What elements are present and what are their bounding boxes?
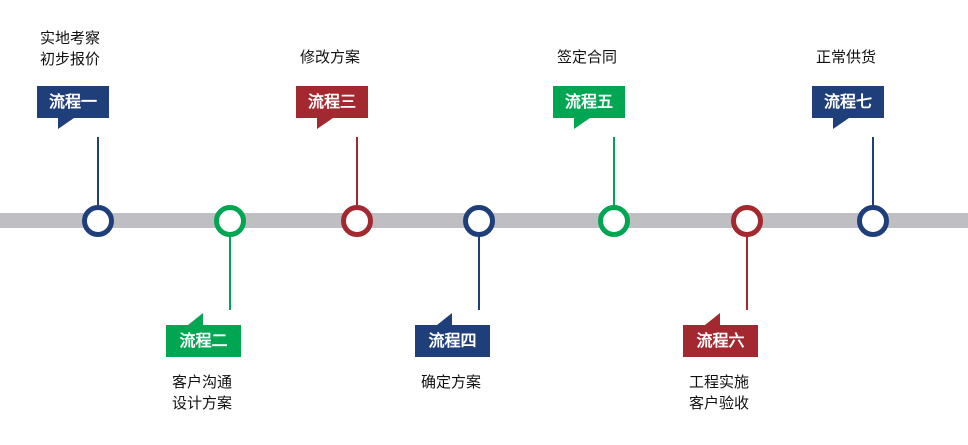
connector-line bbox=[229, 236, 231, 310]
caption-line: 客户沟通 bbox=[172, 373, 233, 391]
callout-tail bbox=[705, 313, 720, 325]
step-caption: 实地考察初步报价 bbox=[40, 28, 100, 70]
step-node bbox=[598, 205, 630, 237]
step-node bbox=[214, 205, 246, 237]
step-label-box: 流程三 bbox=[296, 86, 368, 118]
callout-tail bbox=[437, 313, 452, 325]
step-node bbox=[341, 205, 373, 237]
step-caption: 签定合同 bbox=[557, 47, 617, 68]
caption-line: 正常供货 bbox=[816, 48, 877, 66]
callout-tail bbox=[317, 118, 333, 129]
caption-line: 实地考察 bbox=[40, 29, 101, 47]
caption-line: 签定合同 bbox=[557, 48, 618, 66]
step-caption: 确定方案 bbox=[421, 372, 481, 393]
callout-tail bbox=[188, 313, 203, 325]
callout-tail bbox=[574, 118, 590, 129]
step-label-box: 流程五 bbox=[553, 86, 625, 118]
connector-line bbox=[478, 236, 480, 310]
callout-tail bbox=[833, 118, 849, 129]
step-caption: 客户沟通设计方案 bbox=[172, 372, 232, 414]
caption-line: 初步报价 bbox=[40, 50, 101, 68]
step-label-box: 流程一 bbox=[37, 86, 109, 118]
callout-tail bbox=[58, 118, 74, 129]
caption-line: 设计方案 bbox=[172, 394, 233, 412]
step-node bbox=[82, 205, 114, 237]
step-caption: 正常供货 bbox=[816, 47, 876, 68]
step-label-box: 流程二 bbox=[166, 325, 241, 357]
step-label-box: 流程七 bbox=[812, 86, 884, 118]
connector-line bbox=[872, 137, 874, 206]
step-node bbox=[731, 205, 763, 237]
connector-line bbox=[356, 137, 358, 206]
caption-line: 修改方案 bbox=[300, 48, 361, 66]
caption-line: 工程实施 bbox=[689, 373, 750, 391]
step-node bbox=[857, 205, 889, 237]
connector-line bbox=[746, 236, 748, 310]
caption-line: 客户验收 bbox=[689, 394, 750, 412]
caption-line: 确定方案 bbox=[421, 373, 482, 391]
step-label-box: 流程六 bbox=[683, 325, 758, 357]
connector-line bbox=[613, 137, 615, 206]
step-label-box: 流程四 bbox=[415, 325, 490, 357]
step-caption: 修改方案 bbox=[300, 47, 360, 68]
connector-line bbox=[97, 137, 99, 206]
step-node bbox=[463, 205, 495, 237]
step-caption: 工程实施客户验收 bbox=[689, 372, 749, 414]
